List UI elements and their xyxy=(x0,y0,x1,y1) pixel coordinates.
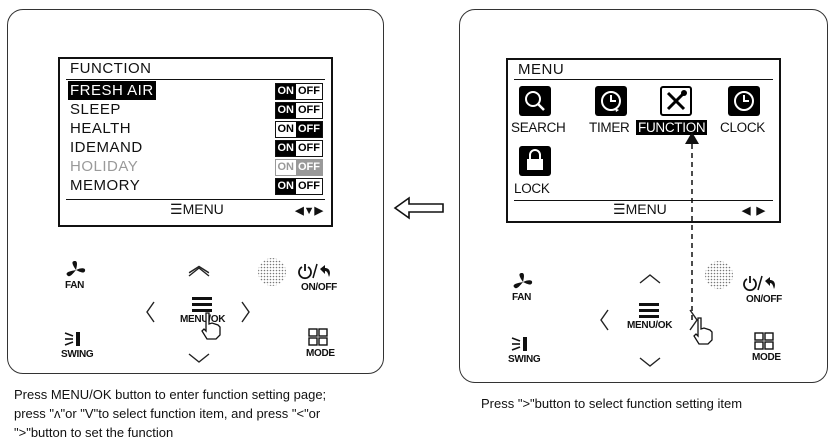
down-chevron-icon[interactable] xyxy=(187,352,211,364)
left-right-arrows-icon: ◀ ▶ xyxy=(741,205,765,217)
row-label: HOLIDAY xyxy=(70,158,139,175)
function-label: FUNCTION xyxy=(636,120,708,135)
lcd-footer-menu: ☰MENU xyxy=(170,201,224,217)
lcd-footer-menu: ☰MENU xyxy=(613,201,667,217)
lock-label: LOCK xyxy=(514,181,550,196)
menu-ok-label: MENU/OK xyxy=(627,320,673,331)
footer-divider xyxy=(514,200,773,201)
left-caption: Press MENU/OK button to enter function s… xyxy=(14,387,327,440)
search-icon[interactable] xyxy=(519,86,551,116)
row-label: SLEEP xyxy=(70,101,121,118)
row-label: FRESH AIR xyxy=(68,81,156,100)
speaker-grille-icon xyxy=(258,258,286,286)
up-chevron-icon[interactable] xyxy=(187,265,211,277)
mode-button[interactable]: MODE xyxy=(304,328,338,362)
row-label: HEALTH xyxy=(70,120,132,137)
title-divider xyxy=(66,79,325,80)
left-chevron-icon[interactable] xyxy=(144,300,156,324)
lcd-title: MENU xyxy=(518,61,565,78)
footer-divider xyxy=(66,199,325,200)
fan-icon xyxy=(513,273,533,289)
list-icon: ☰ xyxy=(613,201,626,217)
left-arrow-icon xyxy=(393,196,444,220)
fan-button[interactable]: FAN xyxy=(510,272,540,307)
clock-label: CLOCK xyxy=(720,120,766,135)
fan-label: FAN xyxy=(65,280,85,291)
fan-button[interactable]: FAN xyxy=(63,260,93,295)
mode-label: MODE xyxy=(752,352,781,363)
pointing-hand-icon xyxy=(693,317,713,345)
speaker-grille-icon xyxy=(705,261,733,289)
row-label: IDEMAND xyxy=(70,139,143,156)
fan-label: FAN xyxy=(512,292,532,303)
list-icon xyxy=(192,297,212,312)
swing-icon xyxy=(64,332,80,346)
down-chevron-icon[interactable] xyxy=(638,356,662,368)
swing-icon xyxy=(511,337,527,351)
swing-button[interactable]: SWING xyxy=(508,335,544,367)
swing-label: SWING xyxy=(61,349,94,360)
mode-label: MODE xyxy=(306,348,335,359)
right-lcd-screen: MENU SEARCH TIMER FUNCTION CLOCK LOCK ☰M… xyxy=(506,58,781,223)
on-off-button[interactable]: ON/OFF xyxy=(742,274,782,310)
menu-ok-button[interactable]: MENU/OK xyxy=(178,296,228,330)
lcd-title: FUNCTION xyxy=(70,60,152,77)
pointing-hand-icon xyxy=(201,312,221,340)
fan-icon xyxy=(66,261,86,277)
on-off-label: ON/OFF xyxy=(301,282,337,293)
menu-ok-label: MENU/OK xyxy=(180,314,226,325)
dashed-arrow-indicator xyxy=(685,132,699,320)
power-back-icon xyxy=(298,263,330,280)
on-off-label: ON/OFF xyxy=(746,294,782,305)
right-chevron-icon[interactable] xyxy=(688,308,700,332)
left-chevron-icon[interactable] xyxy=(598,308,610,332)
mode-button[interactable]: MODE xyxy=(750,332,784,366)
menu-ok-button[interactable]: MENU/OK xyxy=(625,302,675,336)
swing-button[interactable]: SWING xyxy=(61,330,97,362)
row-label: MEMORY xyxy=(70,177,141,194)
list-icon xyxy=(639,303,659,318)
on-off-button[interactable]: ON/OFF xyxy=(297,262,337,298)
mode-grid-icon xyxy=(308,328,328,346)
timer-label: TIMER xyxy=(589,120,630,135)
clock-icon[interactable] xyxy=(728,86,760,116)
search-label: SEARCH xyxy=(511,120,566,135)
mode-grid-icon xyxy=(754,332,774,350)
left-right-arrows-icon: ◀▼▶ xyxy=(295,205,323,217)
function-tools-icon[interactable] xyxy=(660,86,692,116)
title-divider xyxy=(514,79,773,80)
right-controller-panel: MENU SEARCH TIMER FUNCTION CLOCK LOCK ☰M… xyxy=(459,9,828,383)
up-chevron-icon[interactable] xyxy=(638,272,662,284)
swing-label: SWING xyxy=(508,354,541,365)
list-icon: ☰ xyxy=(170,201,183,217)
up-button[interactable]: ︿ xyxy=(188,252,211,277)
right-caption: Press ">"button to select function setti… xyxy=(481,396,743,411)
power-back-icon xyxy=(743,275,775,292)
lock-icon[interactable] xyxy=(519,146,551,176)
timer-icon[interactable] xyxy=(595,86,627,116)
right-chevron-icon[interactable] xyxy=(240,300,252,324)
